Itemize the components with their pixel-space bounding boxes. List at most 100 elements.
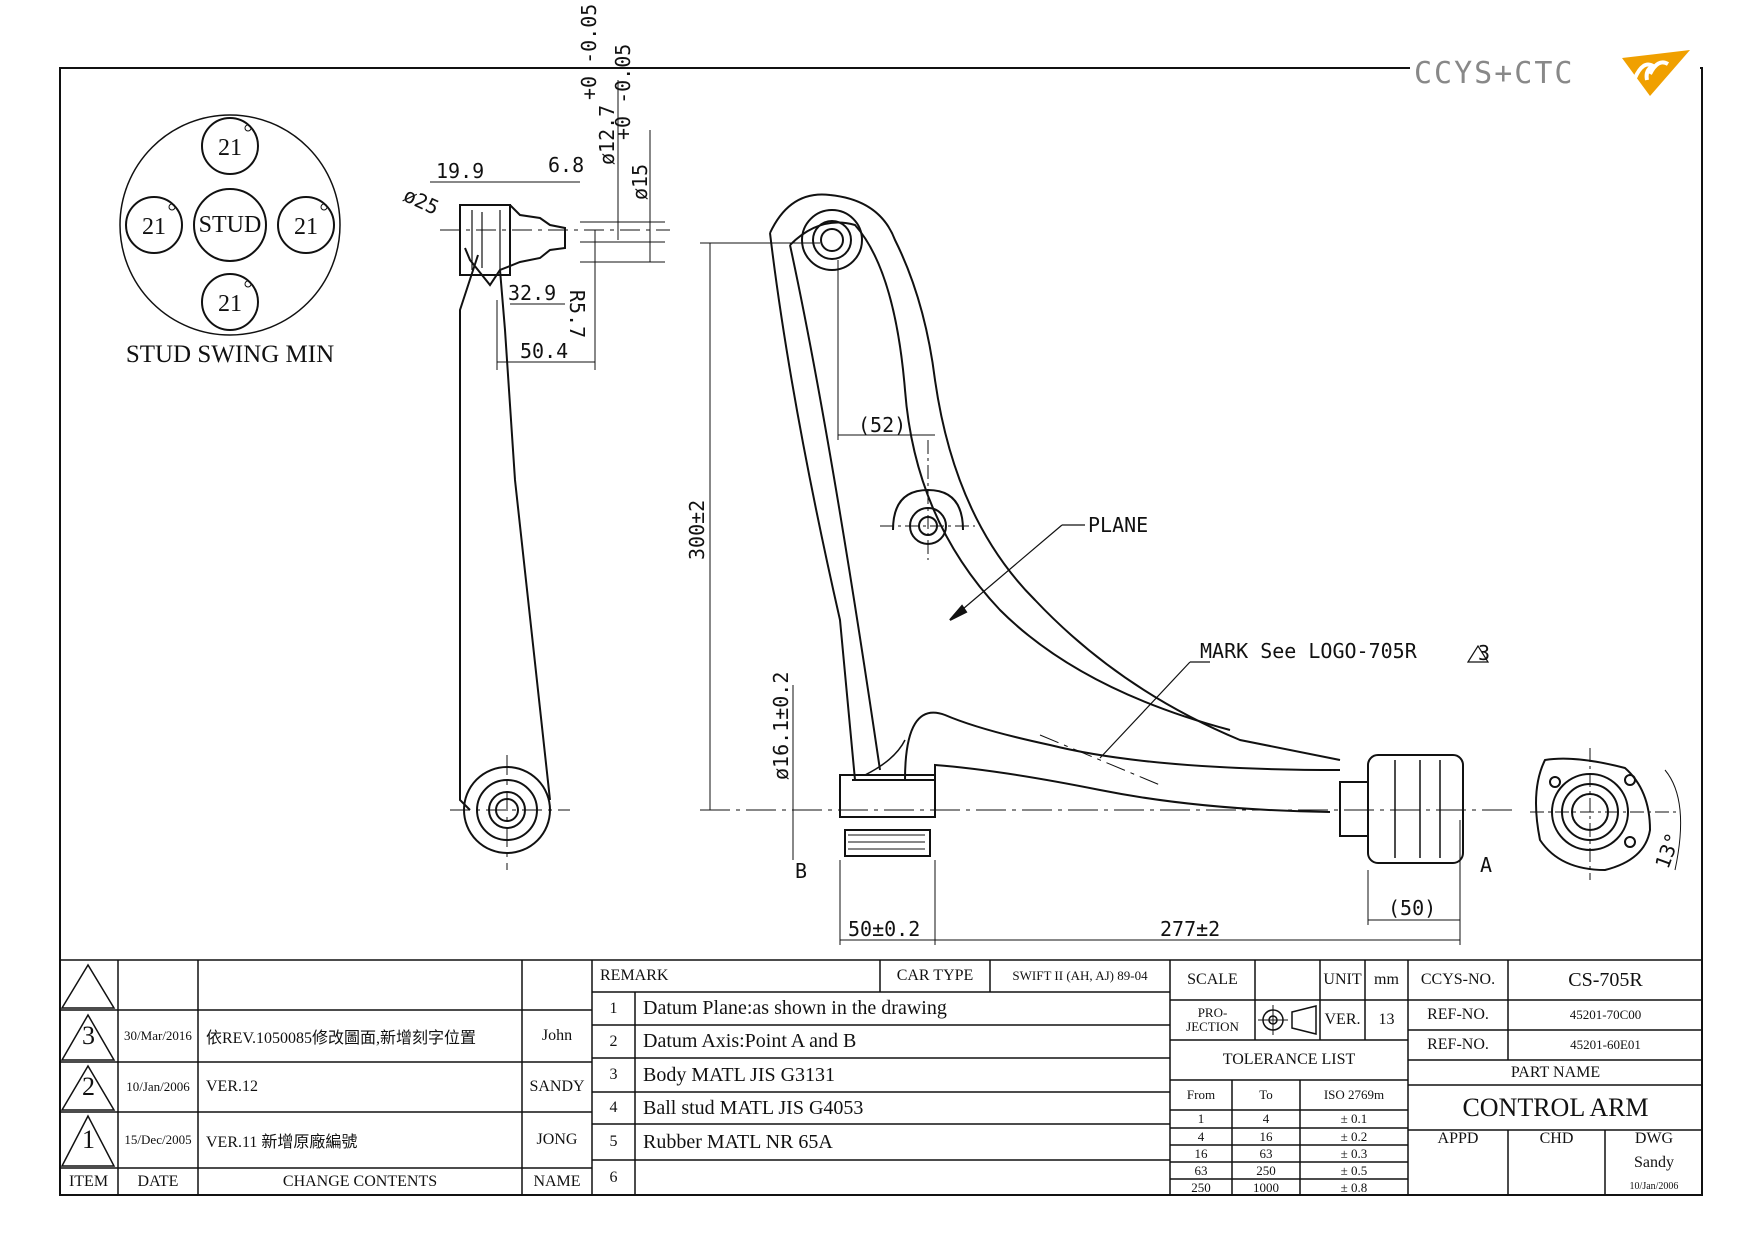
- dim-r5-7: R5.7: [565, 290, 589, 338]
- rev-item-2: 2: [82, 1072, 95, 1101]
- remark-no-2: 2: [609, 1032, 618, 1050]
- dim-dia-12-7: ø12.7: [595, 105, 619, 165]
- tol-header-to: To: [1259, 1087, 1273, 1102]
- dwg-label: DWG: [1634, 1130, 1674, 1147]
- rev-date-3: 30/Mar/2016: [124, 1028, 192, 1043]
- car-type-value: SWIFT II (AH, AJ) 89-04: [1012, 968, 1148, 983]
- tol-from-4: 63: [1194, 1162, 1208, 1178]
- stud-center-label: STUD: [199, 212, 262, 238]
- stud-swing-diagram: [119, 114, 341, 336]
- tol-value-2: ± 0.2: [1340, 1128, 1368, 1144]
- rev-header-item: ITEM: [68, 1173, 109, 1190]
- tol-from-2: 4: [1197, 1128, 1205, 1144]
- tol-value-3: ± 0.3: [1340, 1145, 1368, 1161]
- car-type-label: CAR TYPE: [896, 967, 974, 984]
- ver-label: VER.: [1324, 1011, 1361, 1028]
- mark-rev-number: 3: [1478, 641, 1490, 665]
- dim-dia-15-tol: +0 -0.05: [611, 44, 635, 140]
- ref1-value: 45201-70C00: [1569, 1007, 1642, 1022]
- mark-label: MARK See LOGO-705R: [1200, 639, 1418, 663]
- rev-name-3: John: [541, 1027, 573, 1044]
- dim-dia-16-1: ø16.1±0.2: [769, 672, 793, 780]
- rev-name-1: JONG: [536, 1131, 578, 1148]
- tol-to-1: 4: [1262, 1111, 1270, 1126]
- rev-date-1: 15/Dec/2005: [124, 1132, 192, 1147]
- dim-dia-12-7-tol: +0 -0.05: [577, 4, 601, 100]
- dim-13-deg: 13°: [1650, 830, 1685, 872]
- ref2-value: 45201-60E01: [1570, 1037, 1641, 1052]
- remark-text-6: [635, 1160, 1170, 1196]
- ref1-label: REF-NO.: [1427, 1006, 1489, 1023]
- ccys-no-label: CCYS-NO.: [1420, 971, 1496, 988]
- stud-angle-top: 21: [218, 135, 242, 161]
- appd-label: APPD: [1437, 1130, 1479, 1147]
- tol-from-1: 1: [1197, 1111, 1205, 1126]
- tol-value-4: ± 0.5: [1340, 1162, 1368, 1178]
- rev-content-2: VER.12: [206, 1078, 258, 1095]
- tol-header-from: From: [1186, 1087, 1216, 1102]
- dwg-date: 10/Jan/2006: [1629, 1180, 1679, 1192]
- remark-text-1: Datum Plane:as shown in the drawing: [643, 997, 947, 1019]
- company-logo: CCYS+CTC: [1410, 44, 1700, 106]
- title-block-grid: [59, 959, 1703, 1196]
- rev-item-3: 3: [82, 1021, 95, 1050]
- remark-label: REMARK: [600, 967, 669, 984]
- rev-header-content: CHANGE CONTENTS: [282, 1173, 438, 1190]
- ccys-no-value: CS-705R: [1568, 968, 1643, 991]
- drawing-frame: [59, 67, 1703, 1196]
- tol-value-5: ± 0.8: [1340, 1179, 1368, 1195]
- tol-from-5: 250: [1191, 1179, 1211, 1195]
- rev-content-1: VER.11 新增原廠編號: [206, 1134, 358, 1151]
- plane-label: PLANE: [1088, 513, 1148, 537]
- tol-to-2: 16: [1259, 1128, 1273, 1144]
- rev-item-1: 1: [82, 1125, 95, 1154]
- stud-angle-left: 21: [142, 214, 166, 240]
- scale-label: SCALE: [1187, 971, 1238, 988]
- remark-no-4: 4: [609, 1099, 618, 1116]
- tol-to-4: 250: [1256, 1162, 1276, 1178]
- remark-no-1: 1: [609, 999, 618, 1017]
- part-name-value: CONTROL ARM: [1462, 1092, 1649, 1122]
- tol-from-3: 16: [1194, 1145, 1208, 1161]
- remark-text-2: Datum Axis:Point A and B: [643, 1030, 857, 1052]
- logo-text: CCYS+CTC: [1414, 56, 1575, 91]
- tol-header-iso: ISO 2769m: [1323, 1087, 1385, 1102]
- dim-50-4: 50.4: [520, 339, 568, 363]
- scale-value: [1255, 960, 1320, 1000]
- rev-content-3: 依REV.1050085修改圖面,新增刻字位置: [206, 1030, 476, 1047]
- remark-no-6: 6: [609, 1169, 618, 1186]
- unit-value: mm: [1374, 971, 1399, 988]
- part-name-label: PART NAME: [1510, 1063, 1601, 1081]
- stud-angle-bottom: 21: [218, 291, 242, 317]
- dim-dia-25: ø25: [400, 183, 443, 220]
- tol-to-3: 63: [1259, 1145, 1273, 1161]
- projection-label: PRO- JECTION: [1186, 1005, 1239, 1034]
- dim-277: 277±2: [1160, 917, 1220, 941]
- dim-50-paren: (50): [1388, 896, 1436, 920]
- rev-date-2: 10/Jan/2006: [126, 1079, 190, 1094]
- side-view: [430, 80, 670, 870]
- ver-value: 13: [1378, 1011, 1395, 1028]
- rev-header-date: DATE: [137, 1173, 179, 1190]
- dim-19-9: 19.9: [436, 159, 484, 183]
- remark-text-3: Body MATL JIS G3131: [643, 1063, 836, 1086]
- point-a-label: A: [1480, 853, 1492, 877]
- tol-to-5: 1000: [1253, 1179, 1279, 1195]
- chd-label: CHD: [1539, 1130, 1574, 1147]
- stud-angle-right: 21: [294, 214, 318, 240]
- rev-header-name: NAME: [533, 1173, 581, 1190]
- dim-50: 50±0.2: [848, 917, 920, 941]
- stud-swing-title: STUD SWING MIN: [126, 341, 334, 368]
- point-b-label: B: [795, 859, 807, 883]
- dim-6-8: 6.8: [548, 153, 584, 177]
- tol-value-1: ± 0.1: [1340, 1111, 1368, 1126]
- remark-no-5: 5: [609, 1133, 618, 1150]
- dim-32-9: 32.9: [508, 281, 556, 305]
- logo-mark-icon: [1622, 50, 1690, 96]
- dim-300: 300±2: [685, 500, 709, 560]
- unit-label: UNIT: [1323, 971, 1362, 988]
- remark-no-3: 3: [609, 1066, 618, 1083]
- dim-dia-15: ø15: [628, 164, 652, 200]
- remark-text-5: Rubber MATL NR 65A: [643, 1130, 833, 1153]
